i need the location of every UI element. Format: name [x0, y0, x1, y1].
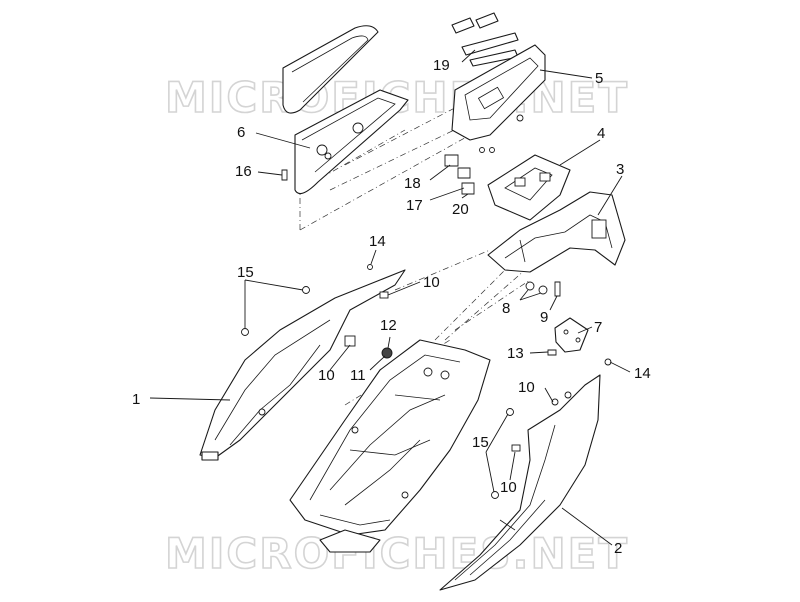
callout-10-left: 10	[318, 367, 335, 384]
callout-2: 2	[614, 540, 622, 557]
callout-labels: 1 2 3 4 5 6 7 8 9 10 10 10 10 11 12 13 1…	[132, 57, 651, 557]
part-7-plate	[554, 317, 589, 353]
hardware-17-18-20	[444, 154, 475, 195]
leader-lines	[149, 49, 631, 546]
part-16-screw	[281, 169, 288, 181]
part-6-tail-light	[282, 25, 409, 195]
callout-10-bottom: 10	[500, 479, 517, 496]
callout-7: 7	[594, 319, 602, 336]
part-4-bracket	[487, 154, 571, 221]
callout-4: 4	[597, 125, 605, 142]
callout-14-top: 14	[369, 233, 386, 250]
rear-undertray	[289, 339, 491, 553]
callout-15-right: 15	[472, 434, 489, 451]
hardware-10-12-14-15	[241, 264, 393, 359]
part-13-screw	[547, 349, 557, 356]
hardware-8-9	[525, 281, 561, 297]
callout-16: 16	[235, 163, 252, 180]
part-1-left-panel	[199, 269, 406, 461]
callout-13: 13	[507, 345, 524, 362]
callout-15-left: 15	[237, 264, 254, 281]
callout-17: 17	[406, 197, 423, 214]
callout-12: 12	[380, 317, 397, 334]
callout-5: 5	[595, 70, 603, 87]
callout-10-right: 10	[518, 379, 535, 396]
callout-8: 8	[502, 300, 510, 317]
callout-20: 20	[452, 201, 469, 218]
callout-1: 1	[132, 391, 140, 408]
part-19-stickers	[451, 12, 519, 67]
watermark-bottom: MICROFICHES.NET	[165, 529, 629, 578]
part-3-support	[487, 191, 626, 273]
callout-14-right: 14	[634, 365, 651, 382]
callout-11: 11	[350, 367, 366, 384]
callout-18: 18	[404, 175, 421, 192]
callout-3: 3	[616, 161, 624, 178]
callout-6: 6	[237, 124, 245, 141]
part-5-bracket	[451, 44, 546, 153]
callout-10-top: 10	[423, 274, 440, 291]
callout-9: 9	[540, 309, 548, 326]
callout-19: 19	[433, 57, 450, 74]
part-2-right-panel	[439, 374, 601, 591]
